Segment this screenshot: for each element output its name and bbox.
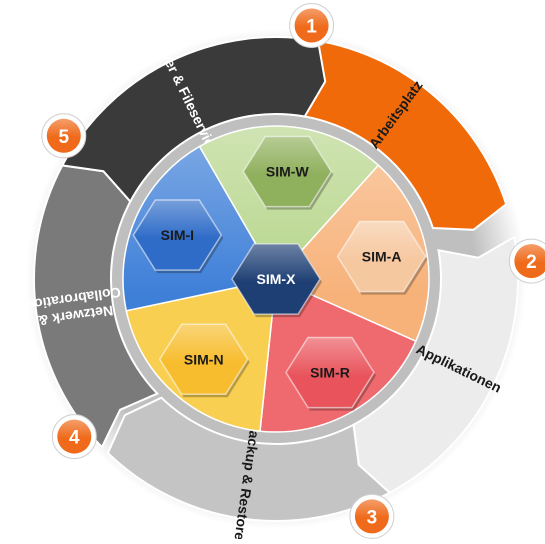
number-badges: 1 2 3 4 5 [41, 3, 545, 539]
hexagon-label: SIM-N [184, 351, 224, 367]
hexagon-label: SIM-I [161, 227, 194, 243]
hexagon-sim-x: SIM-X [231, 243, 322, 318]
step-number: 5 [59, 127, 70, 148]
step-badge-2: 2 [508, 238, 545, 284]
hexagon-sim-n: SIM-N [158, 323, 250, 398]
step-badge-3: 3 [349, 493, 395, 539]
hexagon-layer: SIM-W SIM-A SIM-R SIM-N SIM-I SIM-X [132, 135, 428, 411]
step-number: 1 [306, 17, 317, 38]
step-badge-5: 5 [41, 113, 87, 159]
hexagon-sim-w: SIM-W [242, 135, 334, 210]
hexagon-sim-i: SIM-I [132, 199, 224, 274]
step-number: 2 [526, 252, 537, 273]
hexagon-sim-r: SIM-R [285, 336, 376, 411]
step-badge-4: 4 [51, 414, 97, 460]
step-number: 4 [69, 428, 80, 449]
hexagon-label: SIM-W [266, 164, 310, 180]
step-badge-1: 1 [289, 3, 335, 48]
ring-segment-arbeitsplatz [274, 35, 508, 231]
hexagon-label: SIM-R [310, 365, 350, 381]
hexagon-label: SIM-X [257, 271, 297, 287]
step-number: 3 [367, 507, 378, 528]
hexagon-sim-a: SIM-A [336, 220, 428, 295]
ring-label-netzwerk-and-collabroration: Netzwerk &Collabroration [25, 284, 122, 329]
ring-segment-backup-and-restore [106, 396, 392, 522]
hexagon-label: SIM-A [362, 249, 402, 265]
